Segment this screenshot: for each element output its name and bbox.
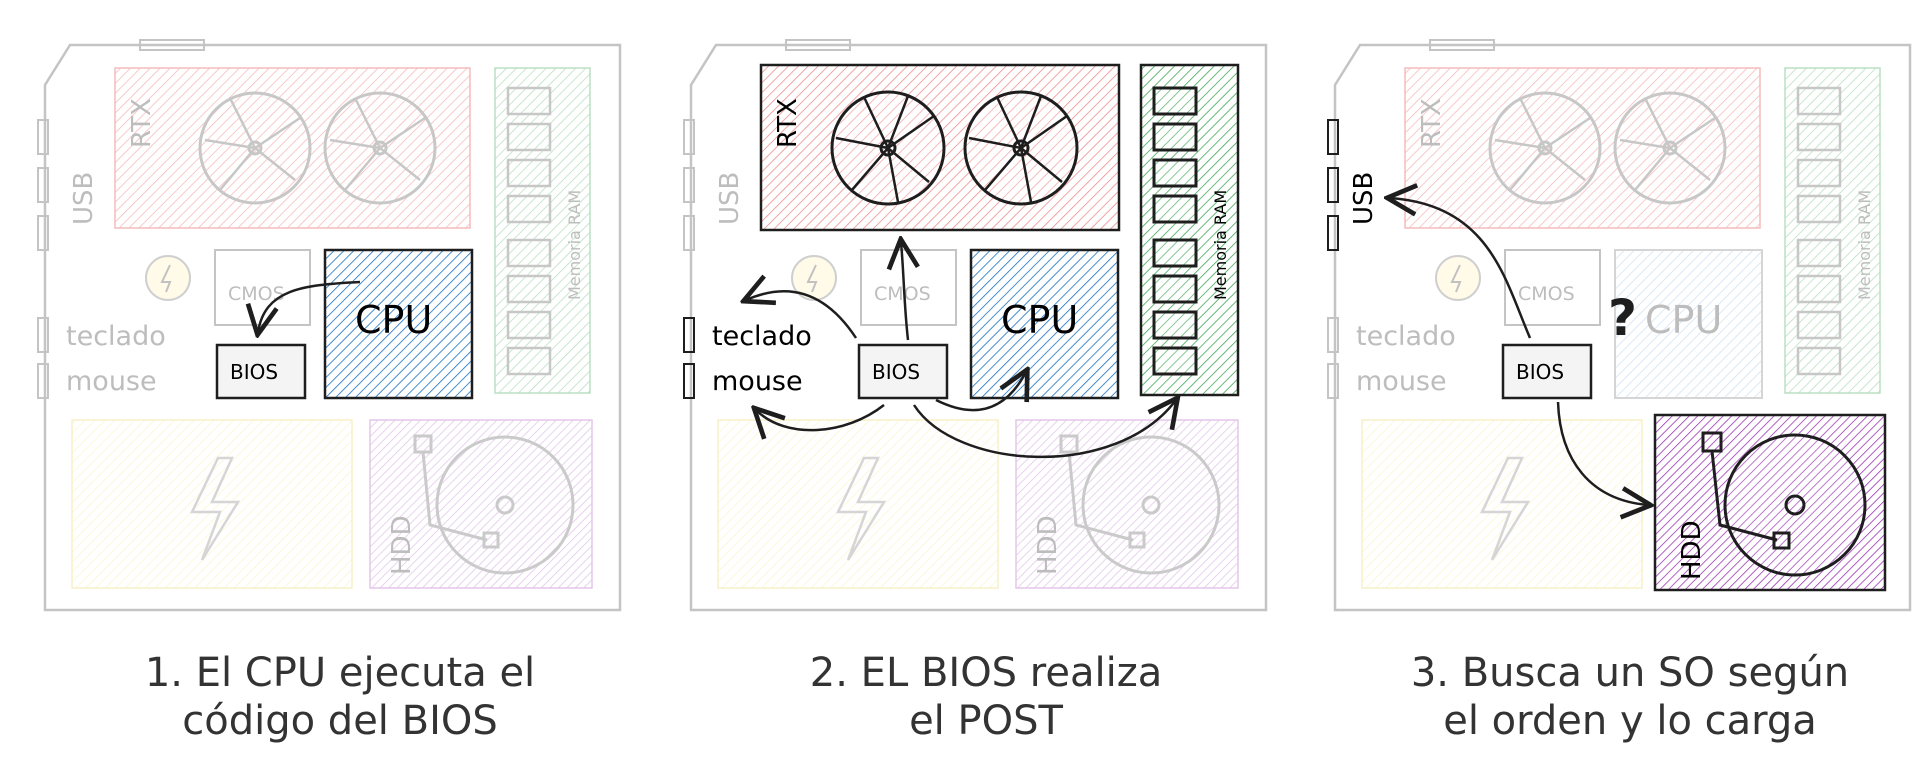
keyboard-mouse-ports <box>683 317 695 399</box>
cpu-box <box>323 248 474 400</box>
cpu-label: CPU <box>1645 298 1722 342</box>
hdd-label: HDD <box>387 515 417 575</box>
ram <box>1139 63 1240 397</box>
mouse-label: mouse <box>66 366 157 397</box>
bios-to-gpu-arrow <box>901 242 908 341</box>
gpu-rtx <box>1404 67 1761 229</box>
post-arrows <box>746 242 1176 459</box>
caption-line-2: el POST <box>909 698 1063 744</box>
ram-label: Memoria RAM <box>1211 190 1230 300</box>
usb-label: USB <box>69 172 99 225</box>
teclado-label: teclado <box>66 321 166 352</box>
cpu-label: CPU <box>355 298 432 342</box>
bios-box <box>1501 343 1593 400</box>
usb-ports <box>37 119 49 251</box>
ram-label: Memoria RAM <box>1855 190 1874 300</box>
hdd-label: HDD <box>1677 520 1707 580</box>
hdd-label: HDD <box>1033 515 1063 575</box>
rtx-label: RTX <box>1417 98 1447 148</box>
teclado-label: teclado <box>712 321 812 352</box>
panel-3: USB RTX Memoria RAM CMOS CP <box>1327 39 1912 744</box>
search-arrows <box>1390 198 1648 505</box>
mouse-label: mouse <box>1356 366 1447 397</box>
ram-label: Memoria RAM <box>565 190 584 300</box>
cpu-label: CPU <box>1001 298 1078 342</box>
usb-label: USB <box>715 172 745 225</box>
battery-icon <box>1435 255 1481 301</box>
cmos-label: CMOS <box>874 283 931 305</box>
usb-label: USB <box>1349 172 1379 225</box>
bios-label: BIOS <box>230 360 278 384</box>
bios-box <box>215 343 307 400</box>
usb-ports <box>1327 119 1339 251</box>
motherboard-outline <box>43 39 622 612</box>
caption-line-2: el orden y lo carga <box>1443 698 1817 744</box>
hdd <box>369 419 593 589</box>
usb-ports <box>683 119 695 251</box>
rtx-label: RTX <box>127 98 157 148</box>
gpu-rtx <box>759 63 1121 232</box>
motherboard-outline <box>689 39 1268 612</box>
cpu-box <box>969 248 1120 400</box>
gpu-rtx <box>114 67 471 229</box>
cpu-to-bios-arrow <box>258 280 361 332</box>
question-mark: ? <box>1608 289 1637 347</box>
psu <box>71 419 353 589</box>
battery-icon <box>145 255 191 301</box>
ram <box>494 67 591 394</box>
teclado-label: teclado <box>1356 321 1456 352</box>
bios-to-cpu-arrow <box>935 372 1026 412</box>
ram <box>1784 67 1881 394</box>
caption-line-1: 2. EL BIOS realiza <box>810 650 1162 696</box>
battery-icon <box>791 255 837 301</box>
panel-2: USB RTX Memoria RAM CMOS CP <box>683 39 1268 744</box>
psu <box>717 419 999 589</box>
caption-line-1: 3. Busca un SO según <box>1411 650 1849 696</box>
cpu-box <box>1614 249 1763 399</box>
hdd <box>1015 419 1239 589</box>
bios-to-ram-arrow <box>912 400 1176 459</box>
bios-label: BIOS <box>1516 360 1564 384</box>
keyboard-mouse-ports <box>37 317 49 399</box>
motherboard-outline <box>1333 39 1912 612</box>
keyboard-mouse-ports <box>1327 317 1339 399</box>
cmos-box <box>1504 249 1601 326</box>
rtx-label: RTX <box>773 98 803 148</box>
hdd <box>1653 413 1887 592</box>
bios-to-hdd-arrow <box>1556 401 1648 505</box>
caption-line-1: 1. El CPU ejecuta el <box>145 650 535 696</box>
bios-to-usb-arrow <box>1390 198 1532 339</box>
cmos-label: CMOS <box>1518 283 1575 305</box>
cmos-label: CMOS <box>228 283 285 305</box>
panel-1: USB RTX Memoria RAM CMOS CP <box>37 39 622 744</box>
caption-line-2: código del BIOS <box>182 698 498 744</box>
psu <box>1361 419 1643 589</box>
bios-to-mouse-arrow <box>756 404 885 430</box>
mouse-label: mouse <box>712 366 803 397</box>
bios-label: BIOS <box>872 360 920 384</box>
bios-to-keyboard-arrow <box>746 291 858 339</box>
bios-box <box>857 343 949 400</box>
